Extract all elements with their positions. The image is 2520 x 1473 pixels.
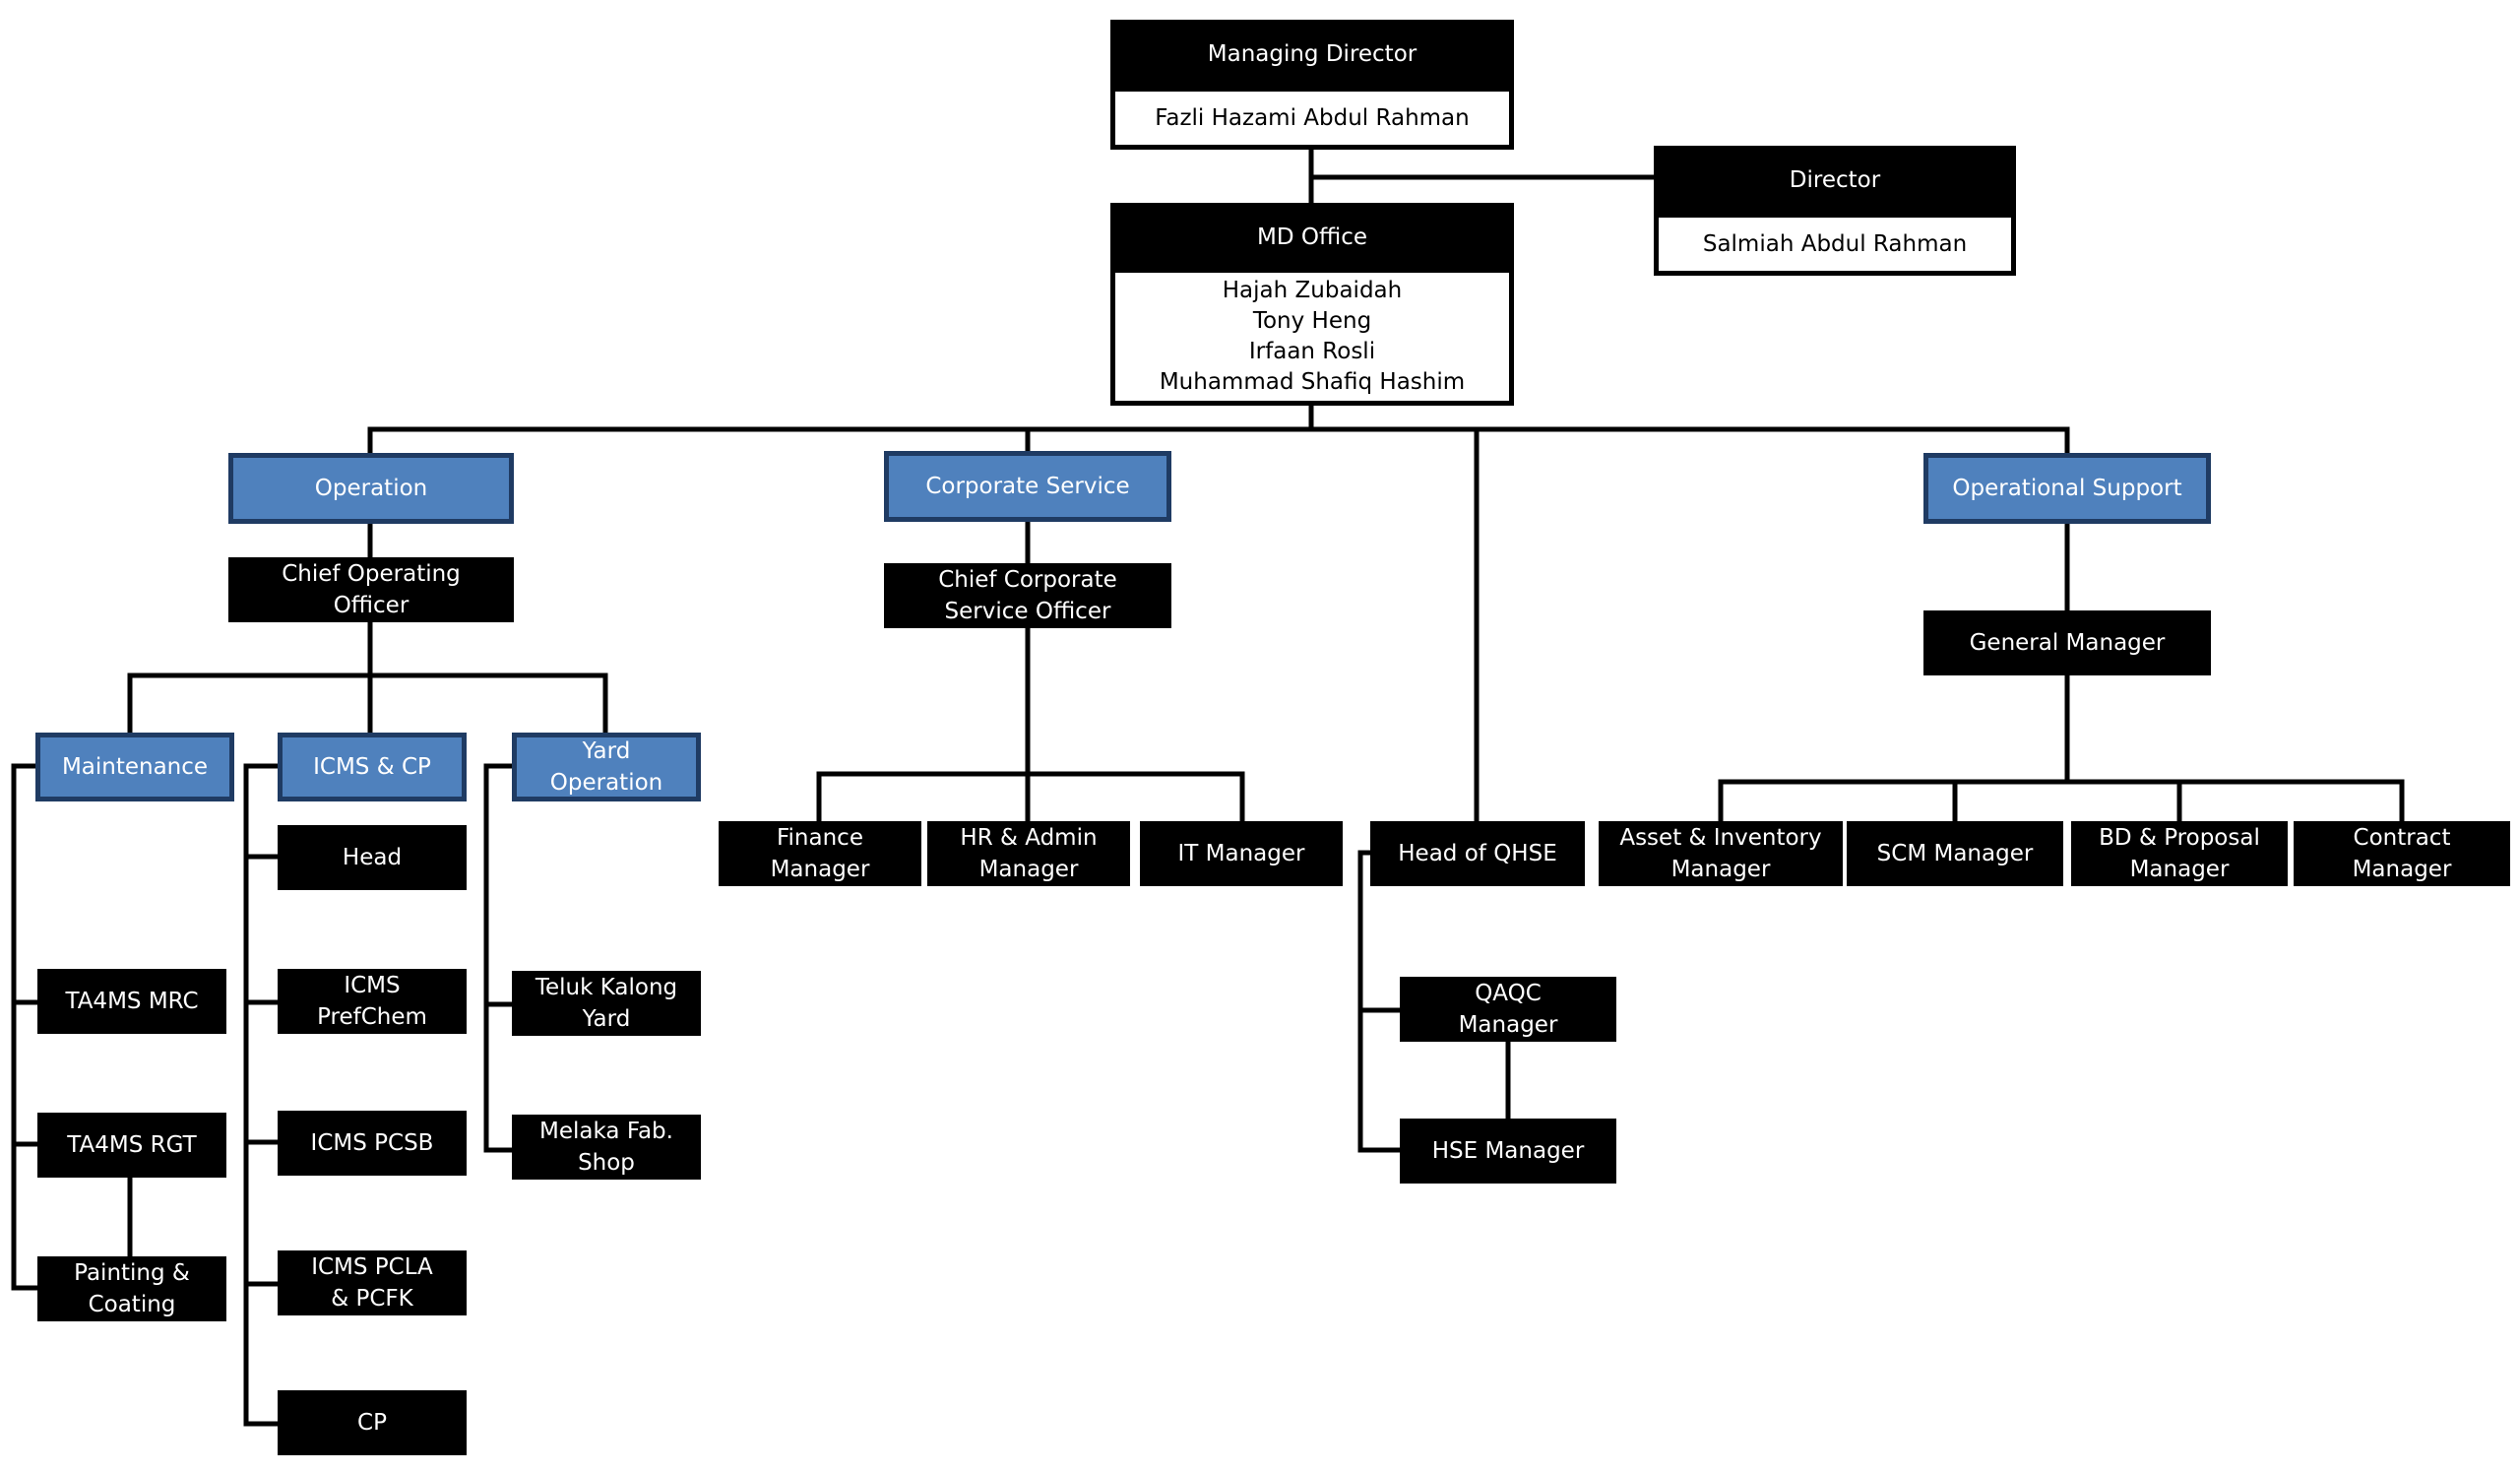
icms-pcsb: ICMS PCSB (278, 1111, 467, 1176)
md-office-title: MD Office (1110, 203, 1514, 272)
opsupport-bd-proposal-manager: BD & Proposal Manager (2071, 821, 2288, 886)
icms-cp: CP (278, 1390, 467, 1455)
md-office-member: Muhammad Shafiq Hashim (1159, 369, 1466, 395)
md-office-member: Hajah Zubaidah (1222, 278, 1403, 303)
md-office-member: Irfaan Rosli (1248, 339, 1376, 364)
md-office-member: Tony Heng (1252, 308, 1372, 334)
qaqc-manager: QAQC Manager (1400, 977, 1616, 1042)
icms-head: Head (278, 825, 467, 890)
chief-operating-officer: Chief Operating Officer (228, 557, 514, 622)
yard-melaka-fab-shop: Melaka Fab. Shop (512, 1115, 701, 1180)
general-manager: General Manager (1923, 610, 2211, 675)
md-office-names: Hajah Zubaidah Tony Heng Irfaan Rosli Mu… (1110, 268, 1514, 406)
maintenance-painting-coating: Painting & Coating (37, 1256, 226, 1321)
managing-director-name: Fazli Hazami Abdul Rahman (1110, 87, 1514, 150)
unit-maintenance: Maintenance (35, 733, 234, 801)
unit-yard-operation: Yard Operation (512, 733, 701, 801)
corporate-finance-manager: Finance Manager (719, 821, 921, 886)
head-of-qhse: Head of QHSE (1370, 821, 1585, 886)
icms-prefchem: ICMS PrefChem (278, 969, 467, 1034)
yard-teluk-kalong: Teluk Kalong Yard (512, 971, 701, 1036)
unit-icms-cp: ICMS & CP (278, 733, 467, 801)
director-name: Salmiah Abdul Rahman (1654, 213, 2016, 276)
corporate-hr-admin-manager: HR & Admin Manager (927, 821, 1130, 886)
maintenance-ta4ms-mrc: TA4MS MRC (37, 969, 226, 1034)
division-corporate-service: Corporate Service (884, 451, 1171, 522)
opsupport-contract-manager: Contract Manager (2294, 821, 2510, 886)
chief-corporate-service-officer: Chief Corporate Service Officer (884, 563, 1171, 628)
maintenance-ta4ms-rgt: TA4MS RGT (37, 1113, 226, 1178)
opsupport-scm-manager: SCM Manager (1847, 821, 2063, 886)
opsupport-asset-inventory-manager: Asset & Inventory Manager (1599, 821, 1843, 886)
icms-pcla-pcfk: ICMS PCLA & PCFK (278, 1250, 467, 1315)
division-operation: Operation (228, 453, 514, 524)
hse-manager: HSE Manager (1400, 1119, 1616, 1184)
managing-director-title: Managing Director (1110, 20, 1514, 89)
director-title: Director (1654, 146, 2016, 215)
corporate-it-manager: IT Manager (1140, 821, 1343, 886)
division-operational-support: Operational Support (1923, 453, 2211, 524)
